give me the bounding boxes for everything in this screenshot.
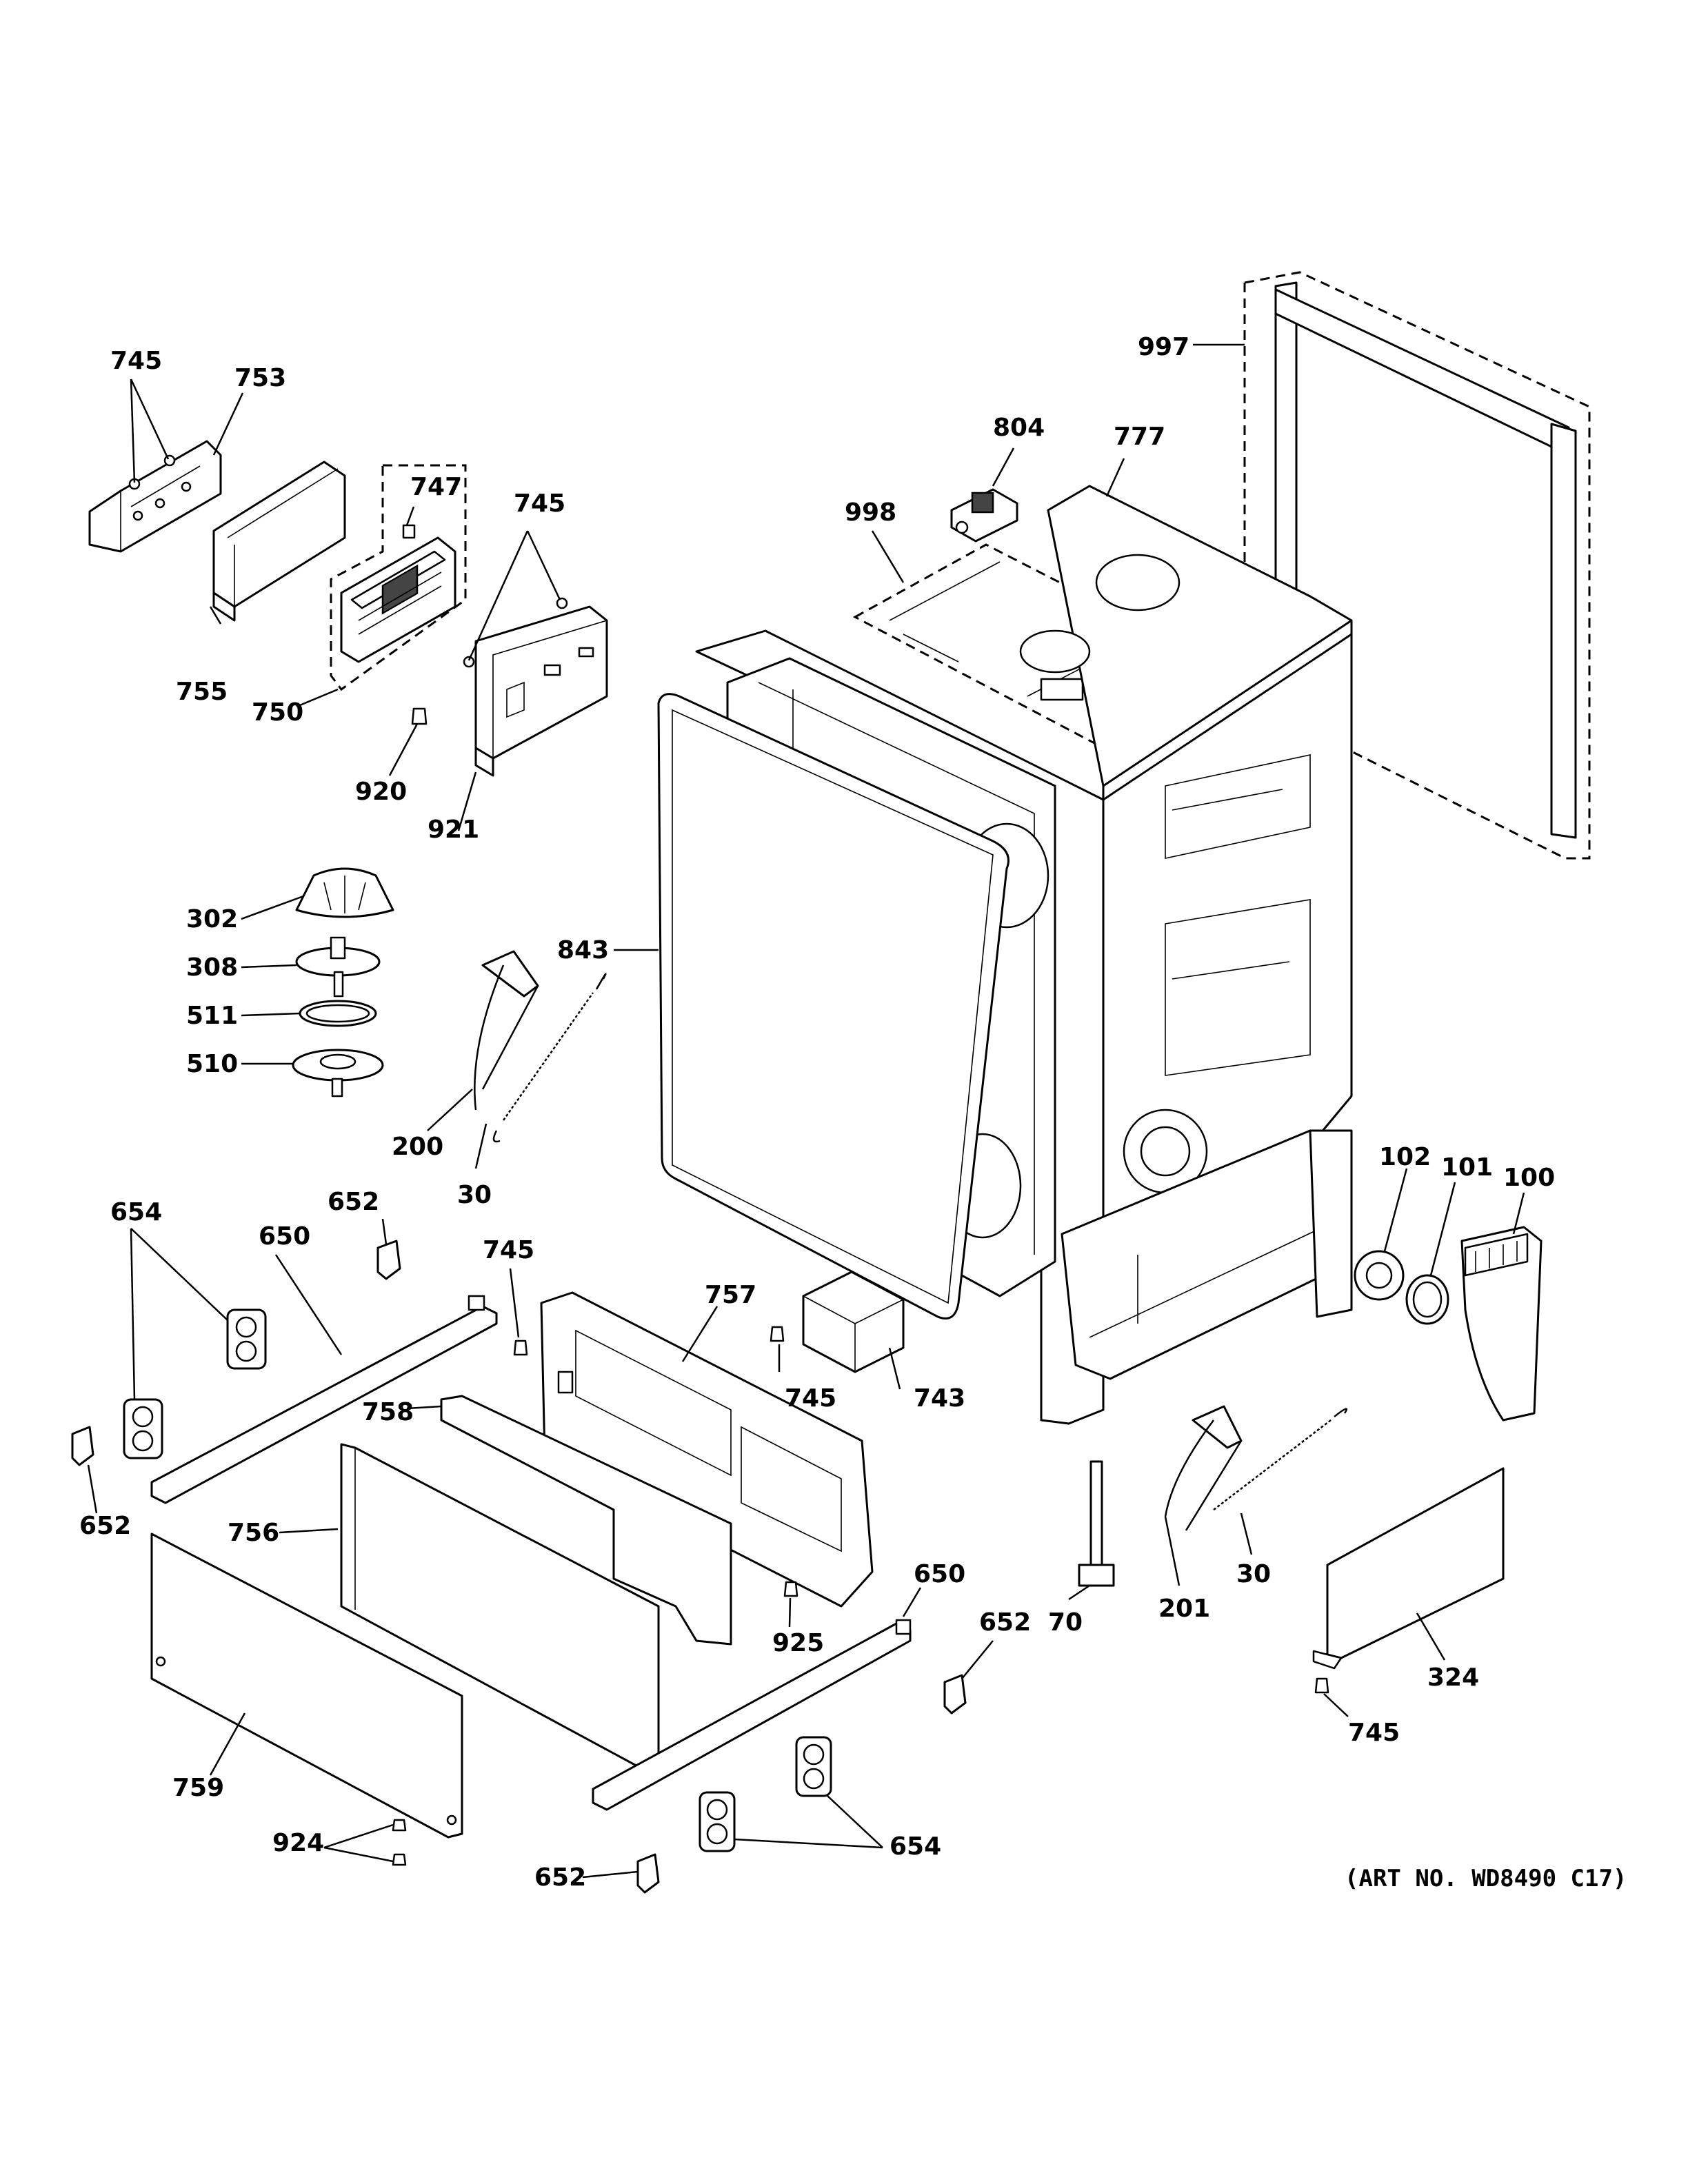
callout-924: 924 <box>272 1829 324 1857</box>
rail-left-upper <box>150 1295 498 1504</box>
insulation <box>440 1395 732 1646</box>
callout-30: 30 <box>1236 1560 1271 1588</box>
slide-roller-lower <box>699 1736 832 1852</box>
side-trim-kit <box>1243 271 1591 860</box>
clip-left <box>71 1240 401 1466</box>
callout-925: 925 <box>772 1629 824 1657</box>
water-inlet <box>1354 1250 1405 1301</box>
water-valve-top <box>950 488 1018 543</box>
callout-753: 753 <box>234 364 286 392</box>
callout-757: 757 <box>705 1281 756 1309</box>
callout-652: 652 <box>79 1512 131 1540</box>
callout-921: 921 <box>428 816 479 844</box>
side-panel <box>1312 1467 1505 1670</box>
junction-box <box>802 1271 905 1373</box>
sump-impeller <box>295 936 381 998</box>
callout-654: 654 <box>110 1198 162 1226</box>
callout-302: 302 <box>186 905 238 933</box>
callout-747: 747 <box>410 473 462 501</box>
screw-bottom-right <box>1314 1677 1329 1694</box>
door-gasket <box>657 693 1009 1320</box>
callout-756: 756 <box>228 1519 279 1547</box>
callout-654: 654 <box>890 1832 941 1861</box>
callout-745: 745 <box>110 347 162 375</box>
callout-755: 755 <box>176 678 228 706</box>
door-spring-left <box>492 973 607 1143</box>
callout-100: 100 <box>1503 1164 1555 1192</box>
tub-base <box>1061 1129 1353 1380</box>
callout-997: 997 <box>1138 333 1189 361</box>
callout-804: 804 <box>993 414 1045 442</box>
callout-758: 758 <box>362 1398 414 1426</box>
callout-102: 102 <box>1379 1143 1431 1171</box>
callout-843: 843 <box>557 936 609 964</box>
sump-cover <box>295 867 394 918</box>
slide-roller-upper <box>123 1308 267 1459</box>
callout-759: 759 <box>172 1774 224 1802</box>
vent-assembly <box>1460 1226 1543 1422</box>
leader-lines <box>87 343 1525 1879</box>
callout-652: 652 <box>328 1188 379 1216</box>
callout-652: 652 <box>979 1608 1031 1637</box>
air-gap-ring <box>1405 1274 1449 1325</box>
callout-324: 324 <box>1427 1664 1479 1692</box>
tub <box>1019 485 1353 1242</box>
callout-745: 745 <box>514 489 565 518</box>
control-board-kit-outline <box>330 464 467 691</box>
callout-777: 777 <box>1114 423 1165 451</box>
callout-511: 511 <box>186 1002 238 1030</box>
door-spring-link-right <box>1164 1405 1243 1531</box>
callout-745: 745 <box>785 1384 836 1413</box>
callout-308: 308 <box>186 953 238 982</box>
control-bracket <box>88 440 222 553</box>
callout-650: 650 <box>914 1560 965 1588</box>
screws-lower <box>392 1326 798 1866</box>
callout-743: 743 <box>914 1384 965 1413</box>
callout-101: 101 <box>1441 1153 1493 1182</box>
door-spring-link-left <box>474 950 539 1111</box>
callout-30: 30 <box>457 1181 492 1209</box>
art-number: (ART NO. WD8490 C17) <box>1345 1865 1627 1892</box>
control-housing <box>474 605 608 777</box>
callout-745: 745 <box>1348 1719 1400 1747</box>
callout-920: 920 <box>355 778 407 806</box>
callout-650: 650 <box>259 1222 310 1251</box>
door-spring-right <box>1213 1408 1348 1510</box>
callout-201: 201 <box>1158 1595 1210 1623</box>
sump-gasket <box>299 1000 377 1027</box>
clip-lower <box>636 1674 967 1894</box>
control-board <box>340 524 456 663</box>
callout-652: 652 <box>534 1863 586 1892</box>
rail-right-lower <box>592 1619 912 1811</box>
callout-745: 745 <box>483 1236 534 1264</box>
callout-labels: 745 753 747 745 755 750 920 921 804 777 … <box>79 333 1555 1892</box>
sump-base <box>292 1049 384 1098</box>
callout-998: 998 <box>845 498 896 527</box>
callout-750: 750 <box>252 698 303 727</box>
callout-200: 200 <box>392 1133 443 1161</box>
control-panel-frame <box>212 461 346 622</box>
callout-70: 70 <box>1048 1608 1083 1637</box>
kick-plate <box>150 1533 463 1839</box>
leveling-leg <box>1078 1460 1115 1587</box>
callout-510: 510 <box>186 1050 238 1078</box>
